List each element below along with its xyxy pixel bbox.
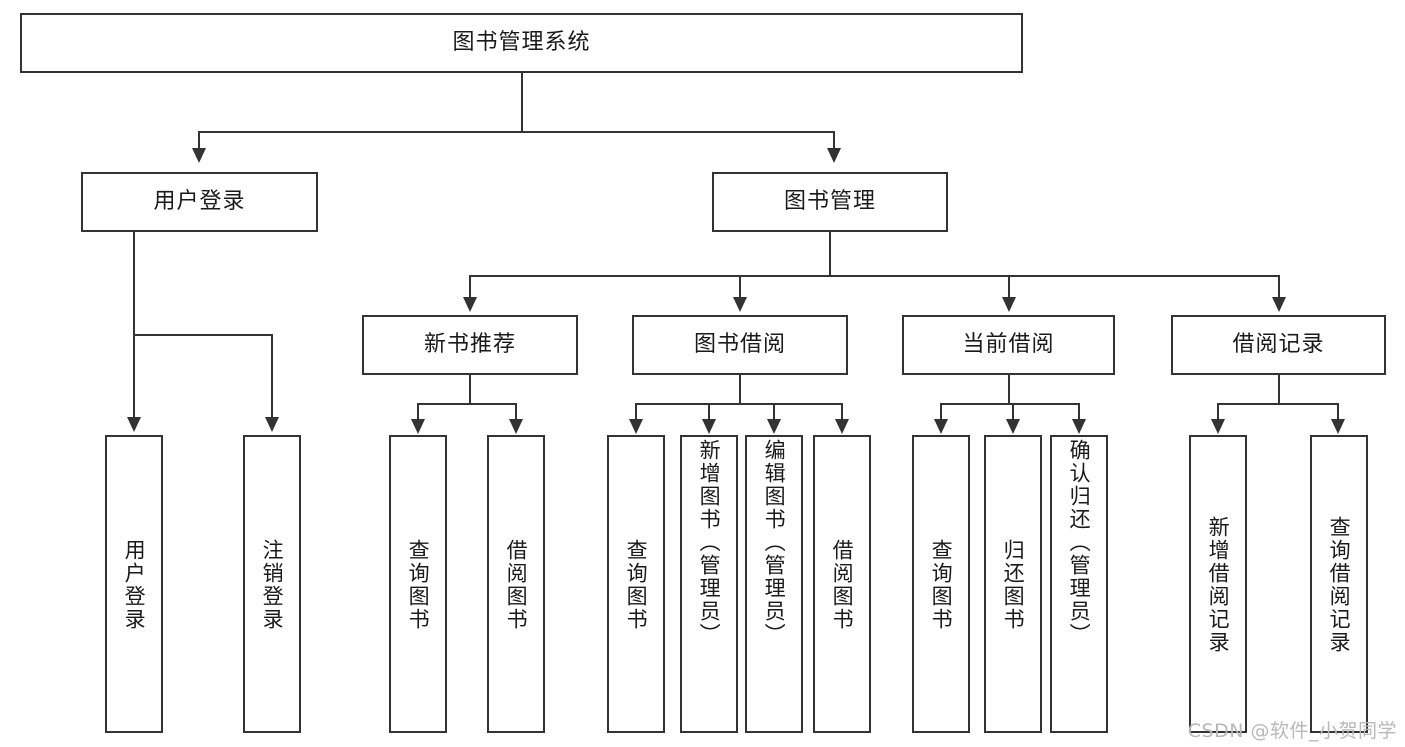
- arrowhead-leaf-edit-book: [767, 419, 781, 434]
- arrowhead-leaf-query-book-3: [934, 419, 948, 434]
- connector-book-mgmt-to-borrow: [739, 275, 741, 298]
- arrowhead-leaf-query-book-1: [411, 419, 425, 434]
- connector-new-books-drop-1: [417, 403, 419, 420]
- arrowhead-leaf-add-book: [702, 419, 716, 434]
- arrowhead-leaf-confirm-return: [1072, 419, 1086, 434]
- leaf-label: 注销登录: [260, 539, 285, 631]
- node-borrow-records[interactable]: 借阅记录: [1171, 315, 1386, 375]
- node-current-borrow[interactable]: 当前借阅: [902, 315, 1115, 375]
- connector-current-drop-3: [1078, 403, 1080, 420]
- connector-book-mgmt-to-new-books: [469, 275, 471, 298]
- connector-book-mgmt-bus: [469, 275, 1279, 277]
- arrowhead-leaf-query-record: [1331, 419, 1345, 434]
- connector-root-stem: [521, 73, 523, 132]
- connector-root-to-book-mgmt: [833, 131, 835, 149]
- leaf-label: 归还图书: [1001, 539, 1026, 631]
- leaf-query-borrow-record[interactable]: 查询借阅记录: [1310, 435, 1368, 733]
- leaf-query-book-new[interactable]: 查询图书: [389, 435, 447, 733]
- arrowhead-leaf-borrow-book-1: [509, 419, 523, 434]
- leaf-user-login[interactable]: 用户登录: [105, 435, 163, 733]
- arrowhead-leaf-user-login: [127, 417, 141, 432]
- connector-root-to-user-login: [198, 131, 200, 149]
- connector-borrow-stem: [739, 375, 741, 404]
- connector-records-stem: [1278, 375, 1280, 404]
- arrowhead-new-books: [463, 297, 477, 312]
- leaf-label: 查询图书: [929, 539, 954, 631]
- leaf-logout[interactable]: 注销登录: [243, 435, 301, 733]
- csdn-watermark: CSDN @软件_小贺同学: [1187, 720, 1397, 742]
- leaf-return-book[interactable]: 归还图书: [984, 435, 1042, 733]
- node-root-system[interactable]: 图书管理系统: [20, 13, 1023, 73]
- leaf-label: 查询图书: [624, 539, 649, 631]
- connector-current-drop-1: [940, 403, 942, 420]
- leaf-label: 编辑图书（管理员）: [762, 439, 787, 646]
- connector-records-drop-2: [1337, 403, 1339, 420]
- connector-borrow-drop-4: [841, 403, 843, 420]
- leaf-label: 用户登录: [122, 539, 147, 631]
- node-book-management[interactable]: 图书管理: [712, 172, 948, 232]
- connector-borrow-bus: [635, 403, 842, 405]
- connector-records-bus: [1217, 403, 1339, 405]
- node-new-book-recommend[interactable]: 新书推荐: [362, 315, 578, 375]
- connector-book-mgmt-to-current: [1008, 275, 1010, 298]
- connector-user-login-left-drop: [133, 334, 135, 418]
- arrowhead-records: [1272, 297, 1286, 312]
- connector-current-bus: [940, 403, 1079, 405]
- arrowhead-borrow: [733, 297, 747, 312]
- connector-borrow-drop-1: [635, 403, 637, 420]
- leaf-confirm-return-admin[interactable]: 确认归还（管理员）: [1050, 435, 1108, 733]
- connector-current-stem: [1008, 375, 1010, 404]
- leaf-label: 新增借阅记录: [1206, 516, 1231, 654]
- leaf-label: 借阅图书: [830, 539, 855, 631]
- arrowhead-user-login: [192, 148, 206, 163]
- connector-records-drop-1: [1217, 403, 1219, 420]
- leaf-label: 查询借阅记录: [1327, 516, 1352, 654]
- arrowhead-leaf-borrow-book-2: [835, 419, 849, 434]
- leaf-label: 借阅图书: [504, 539, 529, 631]
- connector-user-login-bus: [133, 334, 272, 336]
- arrowhead-book-mgmt: [827, 148, 841, 163]
- arrowhead-leaf-query-book-2: [629, 419, 643, 434]
- connector-current-drop-2: [1012, 403, 1014, 420]
- connector-new-books-drop-2: [515, 403, 517, 420]
- connector-user-login-stem: [133, 232, 135, 335]
- leaf-add-borrow-record[interactable]: 新增借阅记录: [1189, 435, 1247, 733]
- leaf-borrow-book-new[interactable]: 借阅图书: [487, 435, 545, 733]
- leaf-edit-book-admin[interactable]: 编辑图书（管理员）: [745, 435, 803, 733]
- connector-root-bus: [198, 131, 834, 133]
- connector-new-books-bus: [417, 403, 516, 405]
- connector-book-mgmt-to-records: [1278, 275, 1280, 298]
- arrowhead-current: [1002, 297, 1016, 312]
- connector-new-books-stem: [469, 375, 471, 404]
- leaf-label: 查询图书: [406, 539, 431, 631]
- leaf-borrow-book[interactable]: 借阅图书: [813, 435, 871, 733]
- leaf-add-book-admin[interactable]: 新增图书（管理员）: [680, 435, 738, 733]
- node-book-borrow[interactable]: 图书借阅: [632, 315, 848, 375]
- node-user-login[interactable]: 用户登录: [81, 172, 318, 232]
- connector-borrow-drop-2: [708, 403, 710, 420]
- leaf-query-book-current[interactable]: 查询图书: [912, 435, 970, 733]
- leaf-label: 确认归还（管理员）: [1067, 439, 1092, 646]
- arrowhead-leaf-add-record: [1211, 419, 1225, 434]
- connector-borrow-drop-3: [773, 403, 775, 420]
- connector-user-login-right-drop: [271, 334, 273, 418]
- leaf-query-book-borrow[interactable]: 查询图书: [607, 435, 665, 733]
- connector-book-mgmt-stem: [829, 232, 831, 276]
- arrowhead-leaf-logout: [265, 417, 279, 432]
- arrowhead-leaf-return-book: [1006, 419, 1020, 434]
- leaf-label: 新增图书（管理员）: [697, 439, 722, 646]
